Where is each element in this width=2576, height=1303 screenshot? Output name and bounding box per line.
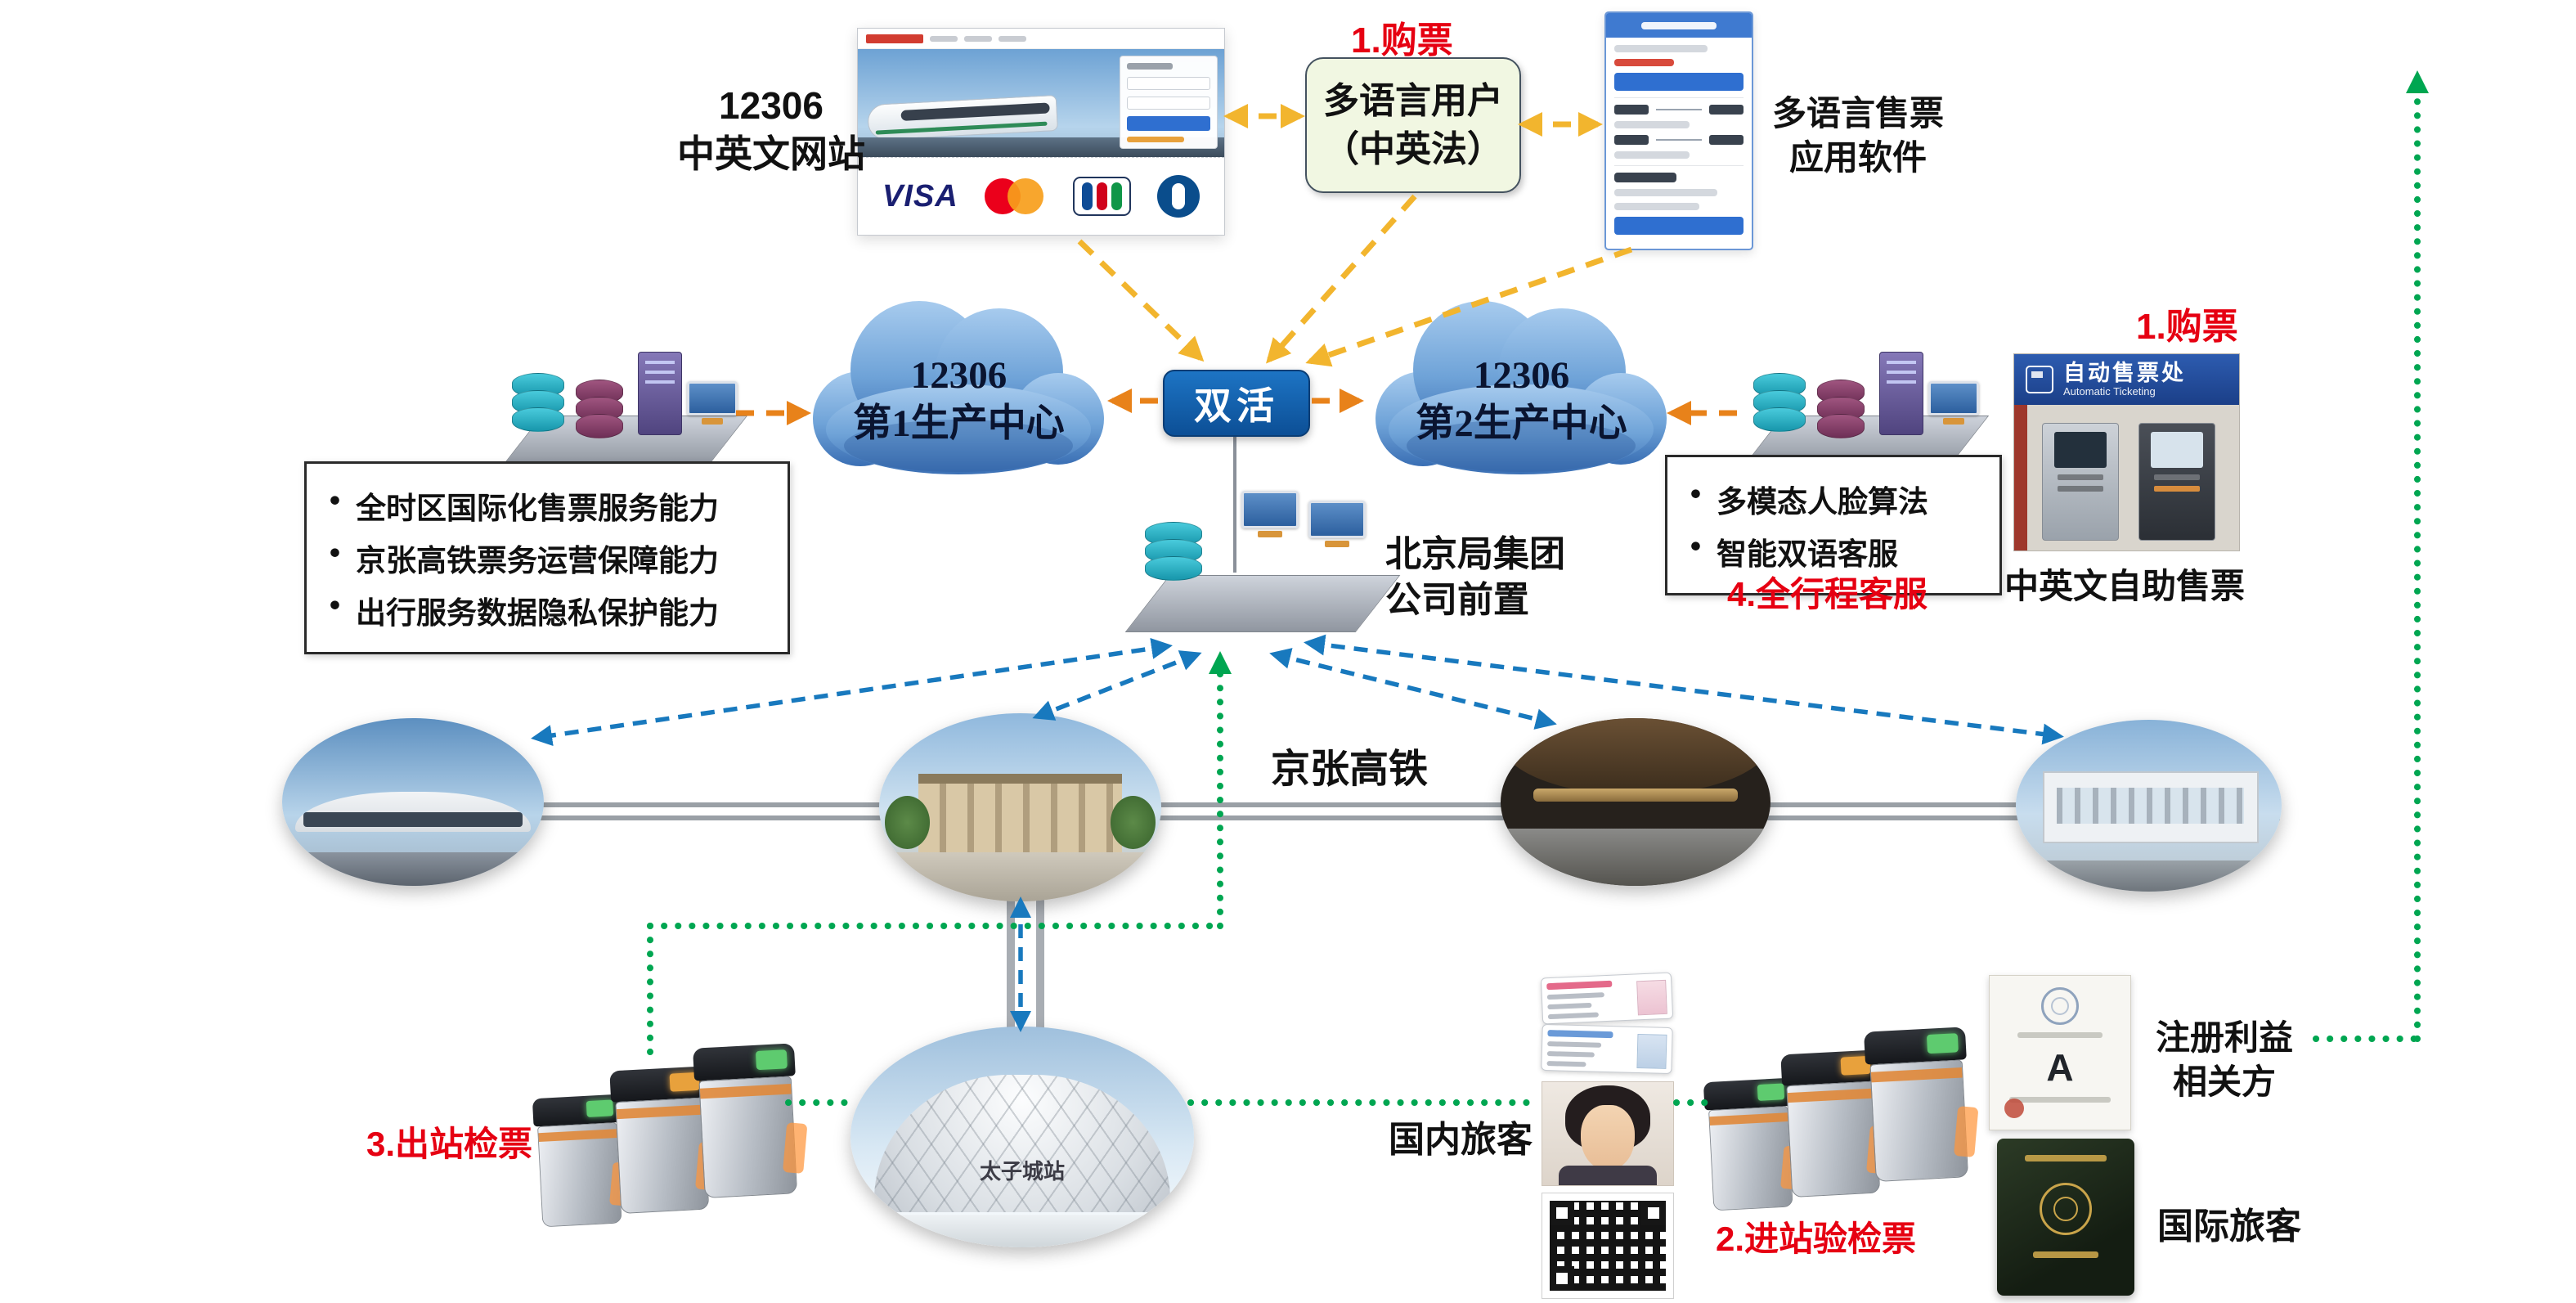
front-workstation-icon — [1241, 491, 1299, 543]
blue-station-link-arrows — [531, 634, 2064, 1032]
railway-12306-logo — [866, 34, 923, 43]
certificate-letter: A — [2046, 1046, 2074, 1089]
certificate-emblem-icon — [2041, 987, 2079, 1025]
server-tower-icon — [1879, 352, 1923, 435]
step-1-buy-ticket-machine-label: 1.购票 — [2136, 307, 2238, 347]
diners-club-logo — [1156, 175, 1200, 218]
website-screenshot: VISA — [857, 28, 1225, 236]
active-active-box: 双活 — [1163, 370, 1310, 437]
step-3-exit-check-label: 3.出站检票 — [366, 1125, 533, 1163]
cloud-2-label: 12306 第2生产中心 — [1416, 354, 1627, 445]
id-card — [1541, 1023, 1673, 1075]
payment-logos-row: VISA — [858, 157, 1224, 235]
station-photo-underground-hall — [1501, 718, 1770, 886]
step-4-journey-service-label: 4.全行程客服 — [1727, 575, 1928, 613]
turnstile-gate — [1864, 1027, 1979, 1183]
ticket-machine-icon — [2026, 366, 2053, 393]
hall-floor — [1501, 829, 1770, 886]
app-refund-amount-placeholder — [1614, 59, 1674, 66]
station-building — [2042, 771, 2259, 843]
app-trip-row — [1614, 135, 1744, 145]
database-cylinder-teal-icon — [1145, 522, 1202, 581]
station-photo-entrance — [879, 713, 1161, 901]
red-seal-icon — [2004, 1099, 2024, 1118]
tree — [884, 796, 931, 849]
turnstile-gate — [693, 1043, 808, 1199]
passport-book — [1997, 1139, 2134, 1296]
server-group-right — [1739, 342, 1990, 477]
app-bottom-button-placeholder — [1614, 217, 1744, 235]
front-workstation-icon — [1308, 501, 1366, 553]
station-photo-qinghe — [282, 718, 544, 886]
login-button-placeholder — [1127, 116, 1210, 131]
railway-track-line — [288, 802, 2280, 820]
front-node-platform — [1124, 575, 1401, 632]
automatic-ticketing-sign: 自动售票处 Automatic Ticketing — [2014, 354, 2239, 405]
international-passenger-label: 国际旅客 — [2157, 1206, 2301, 1247]
database-cylinder-maroon-icon — [576, 380, 623, 438]
mastercard-logo — [984, 177, 1047, 216]
passenger-face-photo — [1542, 1081, 1674, 1186]
visa-logo: VISA — [882, 178, 958, 213]
entry-gates — [1696, 1027, 1979, 1224]
app-header-bar — [1606, 13, 1752, 38]
login-input-placeholder — [1127, 97, 1210, 110]
multilingual-user-box: 多语言用户 （中英法） — [1305, 57, 1521, 193]
id-cards — [1540, 972, 1674, 1075]
dome-station-name: 太子城站 — [979, 1158, 1065, 1184]
front-node-label: 北京局集团 公司前置 — [1385, 534, 1565, 621]
railway-label: 京张高铁 — [1271, 748, 1429, 791]
database-cylinder-teal-icon — [512, 373, 564, 432]
ticket-machine — [2042, 423, 2119, 541]
domestic-passenger-label: 国内旅客 — [1389, 1120, 1533, 1160]
capabilities-left-box: 全时区国际化售票服务能力 京张高铁票务运营保障能力 出行服务数据隐私保护能力 — [304, 461, 790, 654]
server-tower-icon — [638, 352, 682, 435]
step-1-buy-ticket-web-label: 1.购票 — [1351, 20, 1453, 61]
station-photo-modern-building — [2016, 720, 2282, 892]
login-input-placeholder — [1127, 77, 1210, 90]
stakeholders-label: 注册利益 相关方 — [2155, 1018, 2293, 1101]
ticket-machine — [2138, 423, 2215, 541]
dome-roof — [874, 1075, 1170, 1212]
step-2-entry-check-label: 2.进站验检票 — [1716, 1220, 1917, 1258]
beijing-bureau-front-node — [1119, 489, 1401, 640]
station-facade — [918, 773, 1122, 855]
database-cylinder-teal-icon — [1753, 373, 1806, 432]
tree — [1110, 796, 1156, 849]
ticket-vending-machines-photo: 自动售票处 Automatic Ticketing — [2013, 353, 2240, 551]
website-navbar — [858, 29, 1224, 49]
dome-station-photo: 太子城站 — [850, 1027, 1194, 1247]
capabilities-right-box: 多模态人脸算法 智能双语客服 — [1665, 455, 2002, 595]
database-cylinder-maroon-icon — [1817, 380, 1865, 438]
website-login-panel — [1120, 56, 1218, 149]
passport-emblem-icon — [2040, 1183, 2092, 1235]
id-card — [1540, 972, 1674, 1025]
registration-certificate: A — [1989, 975, 2131, 1130]
highspeed-train-icon — [867, 94, 1058, 142]
workstation-monitor-icon — [1928, 381, 1979, 429]
app-label: 多语言售票 应用软件 — [1771, 94, 1944, 177]
mobile-app-screenshot — [1604, 11, 1753, 250]
cloud-1-label: 12306 第1生产中心 — [853, 354, 1065, 445]
website-label: 12306 中英文网站 — [677, 84, 865, 175]
jcb-logo — [1072, 177, 1131, 216]
exit-gates — [525, 1043, 808, 1240]
qr-code — [1542, 1193, 1674, 1299]
app-body — [1606, 38, 1752, 242]
self-service-label: 中英文自助售票 — [2004, 567, 2245, 605]
app-primary-button-placeholder — [1614, 73, 1744, 91]
workstation-monitor-icon — [687, 381, 738, 429]
app-trip-row — [1614, 105, 1744, 115]
website-train-banner — [858, 49, 1224, 157]
server-group-left — [497, 342, 748, 477]
